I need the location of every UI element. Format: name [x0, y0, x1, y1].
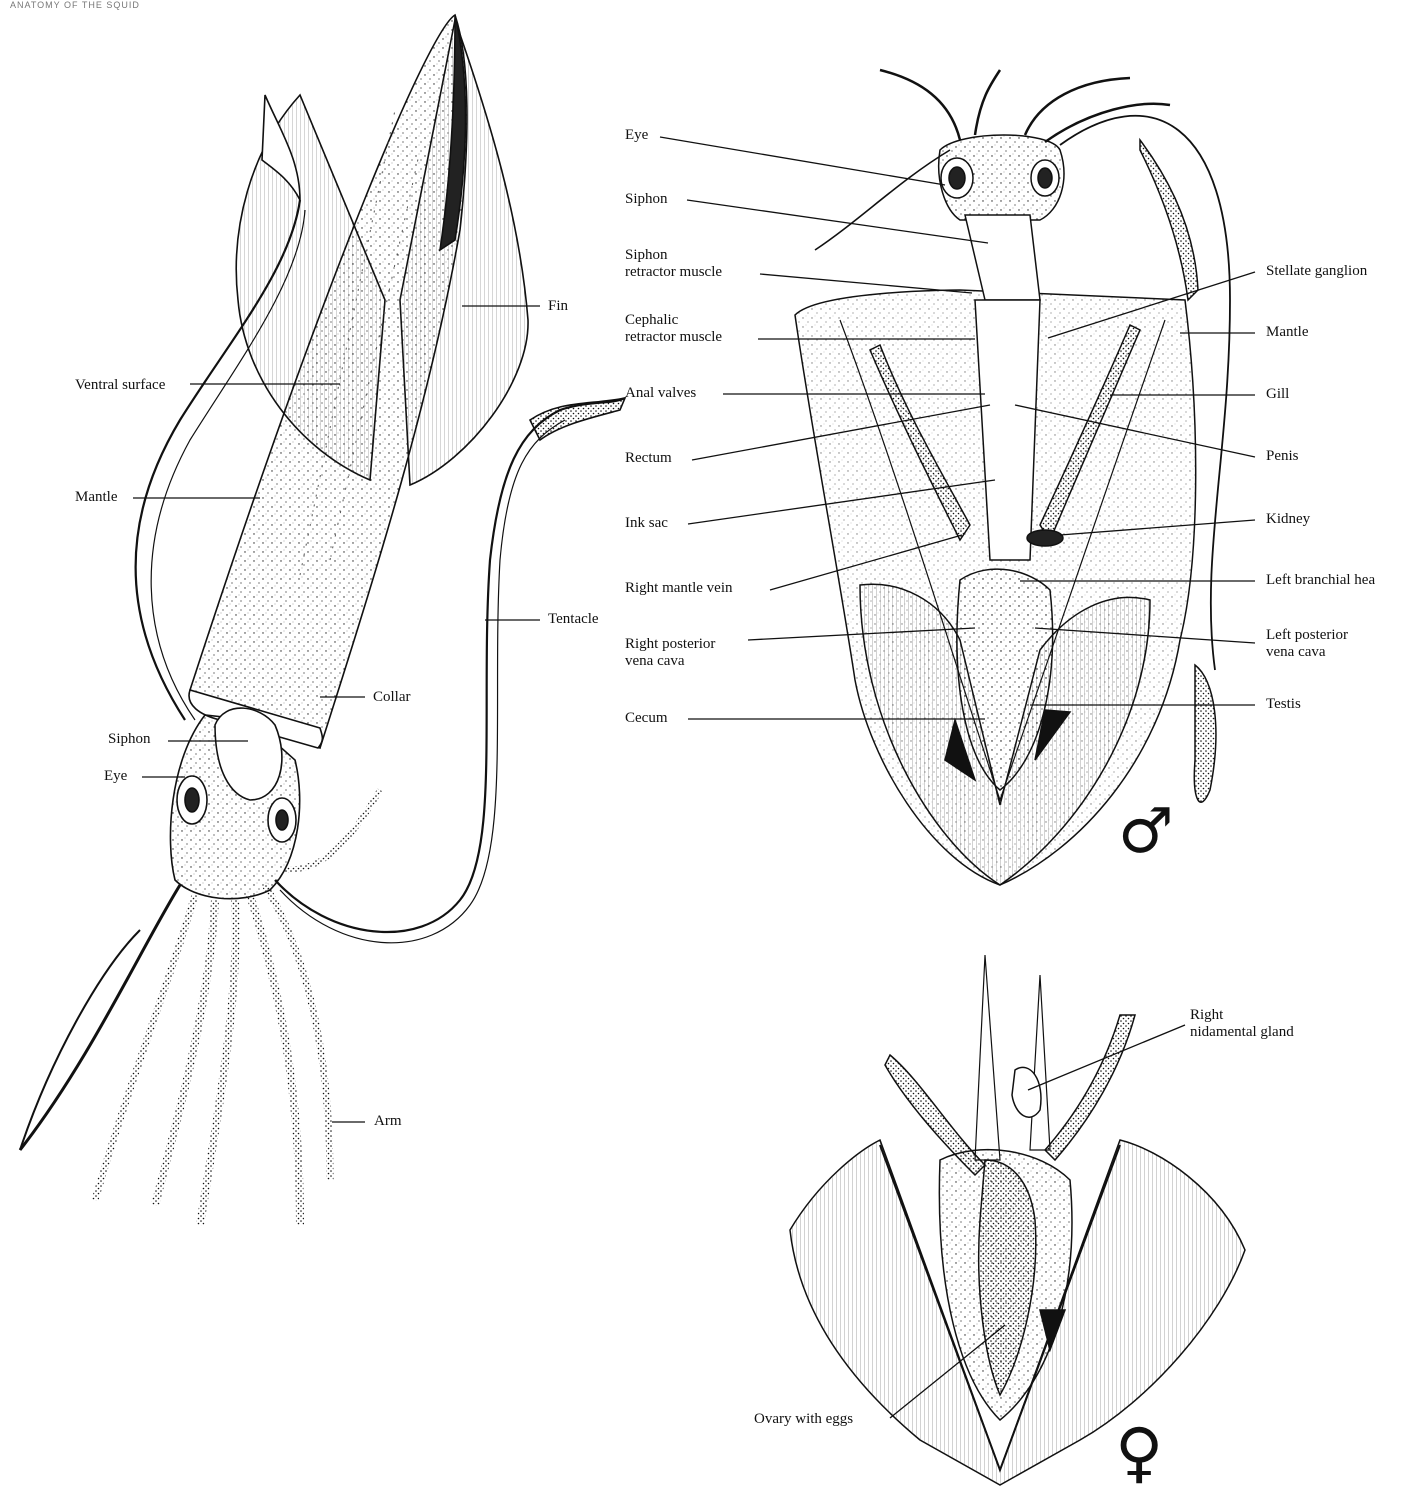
female-gill-left: [885, 1055, 985, 1175]
label-ink-sac: Ink sac: [625, 515, 668, 532]
female-gill-right: [1045, 1015, 1135, 1160]
label-siphon-retractor-muscle: Siphon retractor muscle: [625, 247, 722, 281]
male-symbol-icon: ♂: [1118, 800, 1174, 862]
label-eye-left: Eye: [104, 768, 127, 785]
male-dissection-drawing: [795, 70, 1230, 885]
female-dissection-drawing: [790, 955, 1245, 1485]
label-cephalic-retractor-line2: retractor muscle: [625, 329, 722, 346]
tentacle-club: [530, 398, 625, 440]
label-cecum: Cecum: [625, 710, 668, 727]
label-collar: Collar: [373, 689, 411, 706]
label-cephalic-retractor-line1: Cephalic: [625, 312, 722, 329]
arm-3: [155, 900, 215, 1205]
label-right-posterior-line1: Right posterior: [625, 636, 715, 653]
arm-2: [95, 895, 195, 1200]
female-nidamental-gland: [1012, 1067, 1041, 1117]
label-left-posterior-line1: Left posterior: [1266, 627, 1348, 644]
label-mantle-right: Mantle: [1266, 324, 1309, 341]
label-mantle-left: Mantle: [75, 489, 118, 506]
label-right-posterior-vena-cava: Right posterior vena cava: [625, 636, 715, 670]
label-siphon-left: Siphon: [108, 731, 151, 748]
label-rectum: Rectum: [625, 450, 672, 467]
male-kidney: [1027, 530, 1063, 546]
female-column-left: [975, 955, 1000, 1160]
label-anal-valves: Anal valves: [625, 385, 696, 402]
label-testis: Testis: [1266, 696, 1301, 713]
female-column-right: [1030, 975, 1050, 1150]
label-siphon-retractor-line2: retractor muscle: [625, 264, 722, 281]
label-right-nidamental-line2: nidamental gland: [1190, 1024, 1294, 1041]
female-symbol-icon: ♀: [1115, 1420, 1163, 1486]
label-fin: Fin: [548, 298, 568, 315]
label-penis: Penis: [1266, 448, 1299, 465]
label-eye: Eye: [625, 127, 648, 144]
label-ovary-with-eggs: Ovary with eggs: [754, 1411, 853, 1428]
arm-4: [200, 900, 236, 1225]
label-tentacle: Tentacle: [548, 611, 599, 628]
label-gill: Gill: [1266, 386, 1289, 403]
label-left-posterior-vena-cava: Left posterior vena cava: [1266, 627, 1348, 661]
male-siphon: [965, 215, 1040, 300]
label-left-branchial-heart: Left branchial hea: [1266, 572, 1375, 589]
label-right-posterior-line2: vena cava: [625, 653, 715, 670]
label-kidney: Kidney: [1266, 511, 1310, 528]
male-club-upper: [1140, 140, 1198, 300]
label-right-nidamental-line1: Right: [1190, 1007, 1294, 1024]
label-right-mantle-vein: Right mantle vein: [625, 580, 732, 597]
label-ventral-surface: Ventral surface: [75, 377, 165, 394]
label-cephalic-retractor-muscle: Cephalic retractor muscle: [625, 312, 722, 346]
label-stellate-ganglion: Stellate ganglion: [1266, 263, 1367, 280]
label-arm: Arm: [374, 1113, 402, 1130]
mantle-body: [190, 15, 467, 748]
label-right-nidamental-gland: Right nidamental gland: [1190, 1007, 1294, 1041]
label-siphon: Siphon: [625, 191, 668, 208]
male-club-right: [1194, 665, 1216, 802]
label-siphon-retractor-line1: Siphon: [625, 247, 722, 264]
label-left-posterior-line2: vena cava: [1266, 644, 1348, 661]
